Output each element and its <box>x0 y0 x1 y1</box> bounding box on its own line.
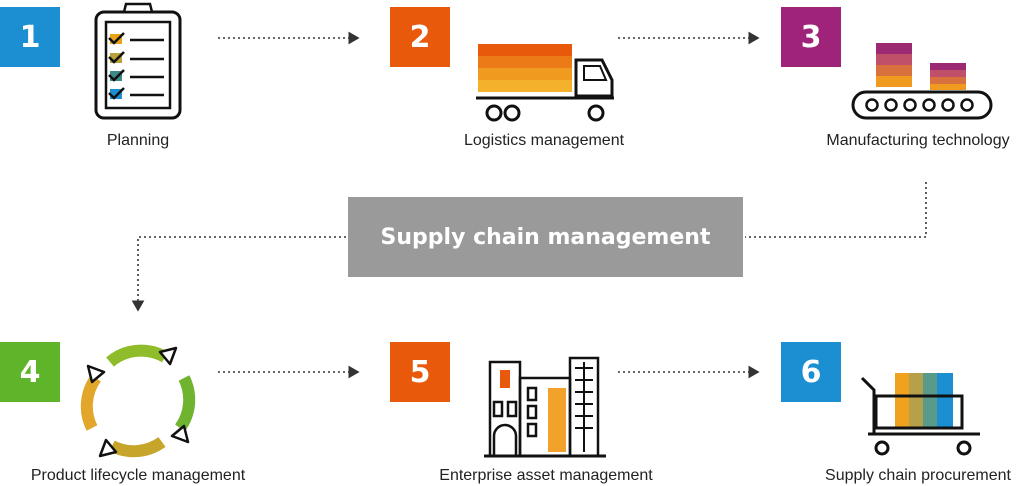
step-6-badge: 6 <box>781 342 841 402</box>
buildings-icon <box>484 356 606 458</box>
step-4-badge: 4 <box>0 342 60 402</box>
step-5-badge: 5 <box>390 342 450 402</box>
connector-3-to-center <box>745 182 927 238</box>
shopping-cart-icon <box>860 373 980 456</box>
step-2-badge: 2 <box>390 7 450 67</box>
step-3-badge: 3 <box>781 7 841 67</box>
step-3-label: Manufacturing technology <box>826 132 1010 149</box>
step-5-label: Enterprise asset management <box>439 467 653 484</box>
step-1-label: Planning <box>106 132 170 149</box>
step-6-label: Supply chain procurement <box>825 467 1011 484</box>
step-4-label: Product lifecycle management <box>30 467 246 484</box>
conveyor-belt-icon <box>851 43 993 120</box>
arrow-center-to-4 <box>131 236 346 312</box>
lifecycle-cycle-icon <box>80 344 196 458</box>
step-1-badge: 1 <box>0 7 60 67</box>
clipboard-checklist-icon <box>94 2 182 120</box>
center-title-box: Supply chain management <box>348 197 743 277</box>
step-2-label: Logistics management <box>463 132 625 149</box>
truck-icon <box>476 44 614 122</box>
